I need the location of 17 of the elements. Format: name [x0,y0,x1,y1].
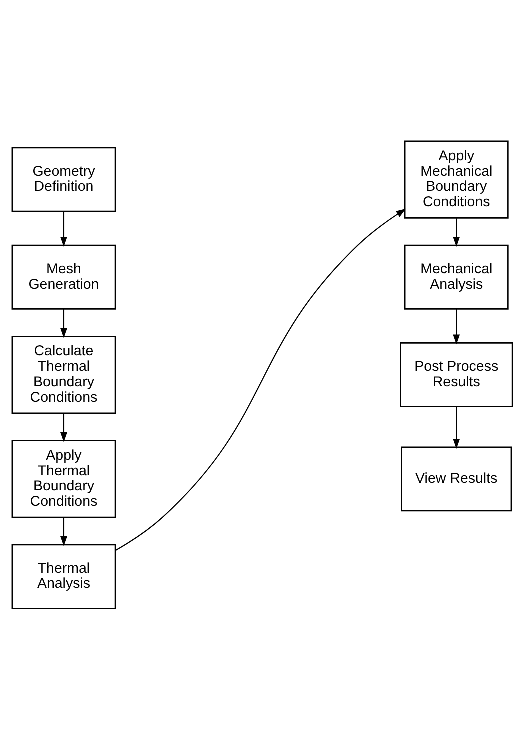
node-box: Apply Mechanical Boundary Conditions [404,140,509,218]
node-box: Apply Thermal Boundary Conditions [12,440,116,518]
node-box: Thermal Analysis [12,544,116,609]
arrow [60,211,68,246]
arrow [60,518,68,546]
node-box: Calculate Thermal Boundary Conditions [12,335,116,414]
arrow [60,413,68,442]
arrow [453,308,460,344]
arrow [60,308,68,338]
node-box: Post Process Results [400,342,514,407]
node-box: Geometry Definition [12,146,116,212]
arrow [453,406,460,448]
arrow [116,208,406,550]
node-box: Mechanical Analysis [404,244,509,310]
node-box: Mesh Generation [12,244,116,310]
arrow [453,218,460,246]
node-box: View Results [401,446,512,512]
